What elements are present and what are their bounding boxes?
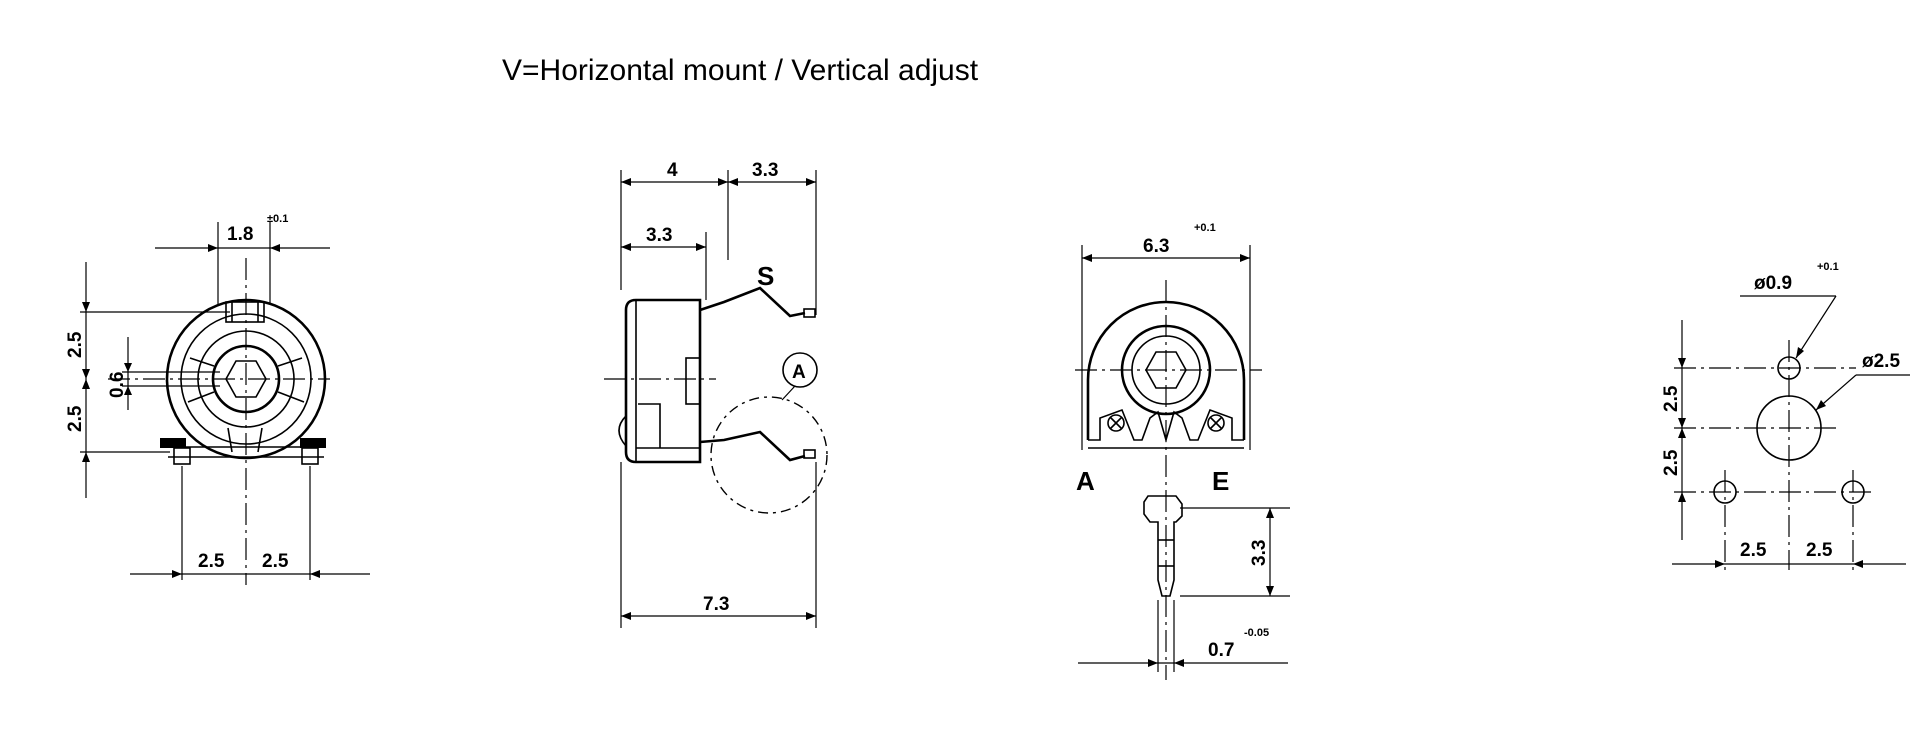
side-detail-circle	[710, 396, 828, 514]
front-dim-pitch-left: 2.5	[198, 551, 225, 572]
back-terminal-left-cross	[1109, 416, 1123, 430]
back-terminal-right-mark	[1207, 414, 1225, 432]
back-dim-pin-length: 3.3	[1249, 540, 1270, 566]
pcb-leader-arrow	[1816, 400, 1826, 410]
side-dim-lead: 3.3	[752, 160, 778, 181]
pcb-leader-small	[1795, 295, 1837, 359]
side-dim-total: 7.3	[703, 594, 729, 615]
front-dim-shaft: 0.6	[107, 372, 128, 398]
front-hex-socket	[225, 360, 267, 398]
front-dim-width-tol: ±0.1	[267, 213, 288, 225]
front-rotor-slot	[189, 357, 215, 367]
side-detail-label-circle	[782, 352, 818, 388]
side-wiper-tab	[685, 357, 701, 405]
front-rotor-ring	[197, 330, 295, 428]
front-dim-arrows	[124, 363, 132, 395]
pcb-hole-adjust	[1756, 395, 1822, 461]
front-body-outer-circle	[165, 298, 327, 460]
back-terminal-left-circle	[1107, 414, 1125, 432]
pcb-hole-wiper	[1777, 356, 1801, 380]
back-dim-pin-width: 0.7	[1208, 640, 1234, 661]
front-view: 1.8 ±0.1 2.5 2.5 0.6 2.5 2.5	[65, 213, 370, 585]
back-dim-arrows	[1148, 659, 1184, 667]
pcb-dim-v-lower: 2.5	[1661, 449, 1682, 476]
back-view: 6.3 +0.1 A E 3.3	[1075, 222, 1290, 680]
side-lead-upper	[699, 286, 806, 318]
pcb-dim-h-left: 2.5	[1740, 540, 1767, 561]
pcb-dim-v-upper: 2.5	[1661, 385, 1682, 412]
back-pin-outline	[1143, 495, 1183, 597]
side-dim-arrows	[621, 178, 816, 186]
back-label-e: E	[1212, 466, 1229, 496]
pcb-dim-h-right: 2.5	[1806, 540, 1833, 561]
pcb-leader-arrow	[1796, 347, 1804, 358]
side-dim-inner: 3.3	[646, 225, 672, 246]
pcb-dim-arrows	[1678, 358, 1686, 502]
front-body-inner-circle	[180, 313, 312, 445]
back-terminal-right-circle	[1207, 414, 1225, 432]
side-dim-arrows	[621, 243, 706, 251]
side-base-curve	[618, 415, 627, 447]
front-dim-pitch-right: 2.5	[262, 551, 289, 572]
front-dim-width: 1.8	[227, 224, 253, 245]
drawing-title: V=Horizontal mount / Vertical adjust	[502, 54, 979, 87]
front-terminal-right	[301, 447, 319, 465]
front-rotor-slot	[257, 427, 263, 453]
back-dim-width-tol: +0.1	[1194, 222, 1216, 234]
back-dim-pin-width-tol: -0.05	[1244, 627, 1269, 639]
front-terminal-left-tab	[160, 438, 186, 448]
front-rotor-slot	[227, 427, 233, 453]
side-dim-body: 4	[667, 160, 678, 181]
front-dim-upper: 2.5	[65, 331, 86, 358]
pcb-dim-hole-small: ø0.9	[1754, 273, 1792, 294]
back-base-contour	[1088, 408, 1244, 443]
front-rotor-circle	[211, 344, 281, 414]
pcb-dim-hole-small-tol: +0.1	[1817, 261, 1839, 273]
side-detail-leader	[781, 385, 796, 401]
side-lead-lower-tip	[803, 449, 816, 459]
back-terminal-right-cross	[1209, 416, 1223, 430]
pcb-hole-terminal-a	[1713, 480, 1737, 504]
side-label-detail: A	[792, 362, 806, 383]
front-rotor-slot	[277, 391, 305, 403]
side-lead-lower	[699, 430, 806, 462]
side-view: 4 3.3 3.3 A S 7.3	[604, 160, 828, 628]
front-dim-arrows	[82, 302, 90, 462]
pcb-hole-terminal-e	[1841, 480, 1865, 504]
back-dim-arrows	[1266, 508, 1274, 596]
side-label-s: S	[757, 261, 774, 291]
pcb-layout: ø0.9 +0.1 ø2.5 2.5 2.5 2.5 2.5	[1661, 261, 1910, 570]
front-terminal-left	[173, 447, 191, 465]
front-terminal-right-tab	[300, 438, 326, 448]
pcb-dim-hole-large: ø2.5	[1862, 351, 1900, 372]
side-body	[624, 298, 702, 464]
side-body-step	[638, 403, 661, 448]
front-dim-lower: 2.5	[65, 405, 86, 432]
back-label-a: A	[1076, 466, 1095, 496]
side-lead-upper-tip	[803, 308, 816, 318]
back-dim-width: 6.3	[1143, 236, 1169, 257]
front-rotor-slot	[187, 391, 215, 403]
back-terminal-left-mark	[1107, 414, 1125, 432]
front-rotor-slot	[277, 357, 303, 367]
